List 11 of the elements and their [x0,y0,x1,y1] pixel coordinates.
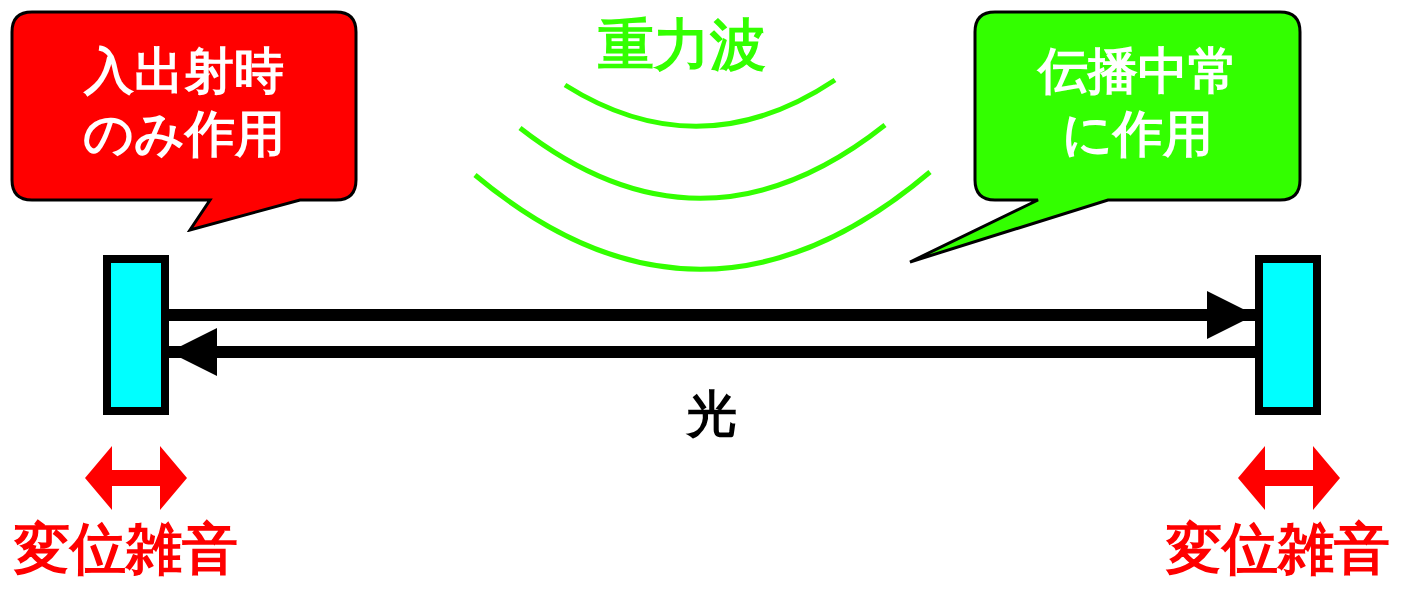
wave-label: 重力波 [598,14,766,76]
arrow [169,328,1255,376]
callout-text: 伝播中常に作用 [1036,41,1239,165]
noise-label: 変位雑音 [1166,518,1390,580]
mirror-block [1255,255,1321,415]
callout-text: 入出射時のみ作用 [82,41,286,165]
speech-bubble [10,10,358,232]
mirror-block [103,255,169,415]
arrow [169,291,1255,339]
noise-label: 変位雑音 [14,518,238,580]
edge-label: 光 [687,384,737,444]
